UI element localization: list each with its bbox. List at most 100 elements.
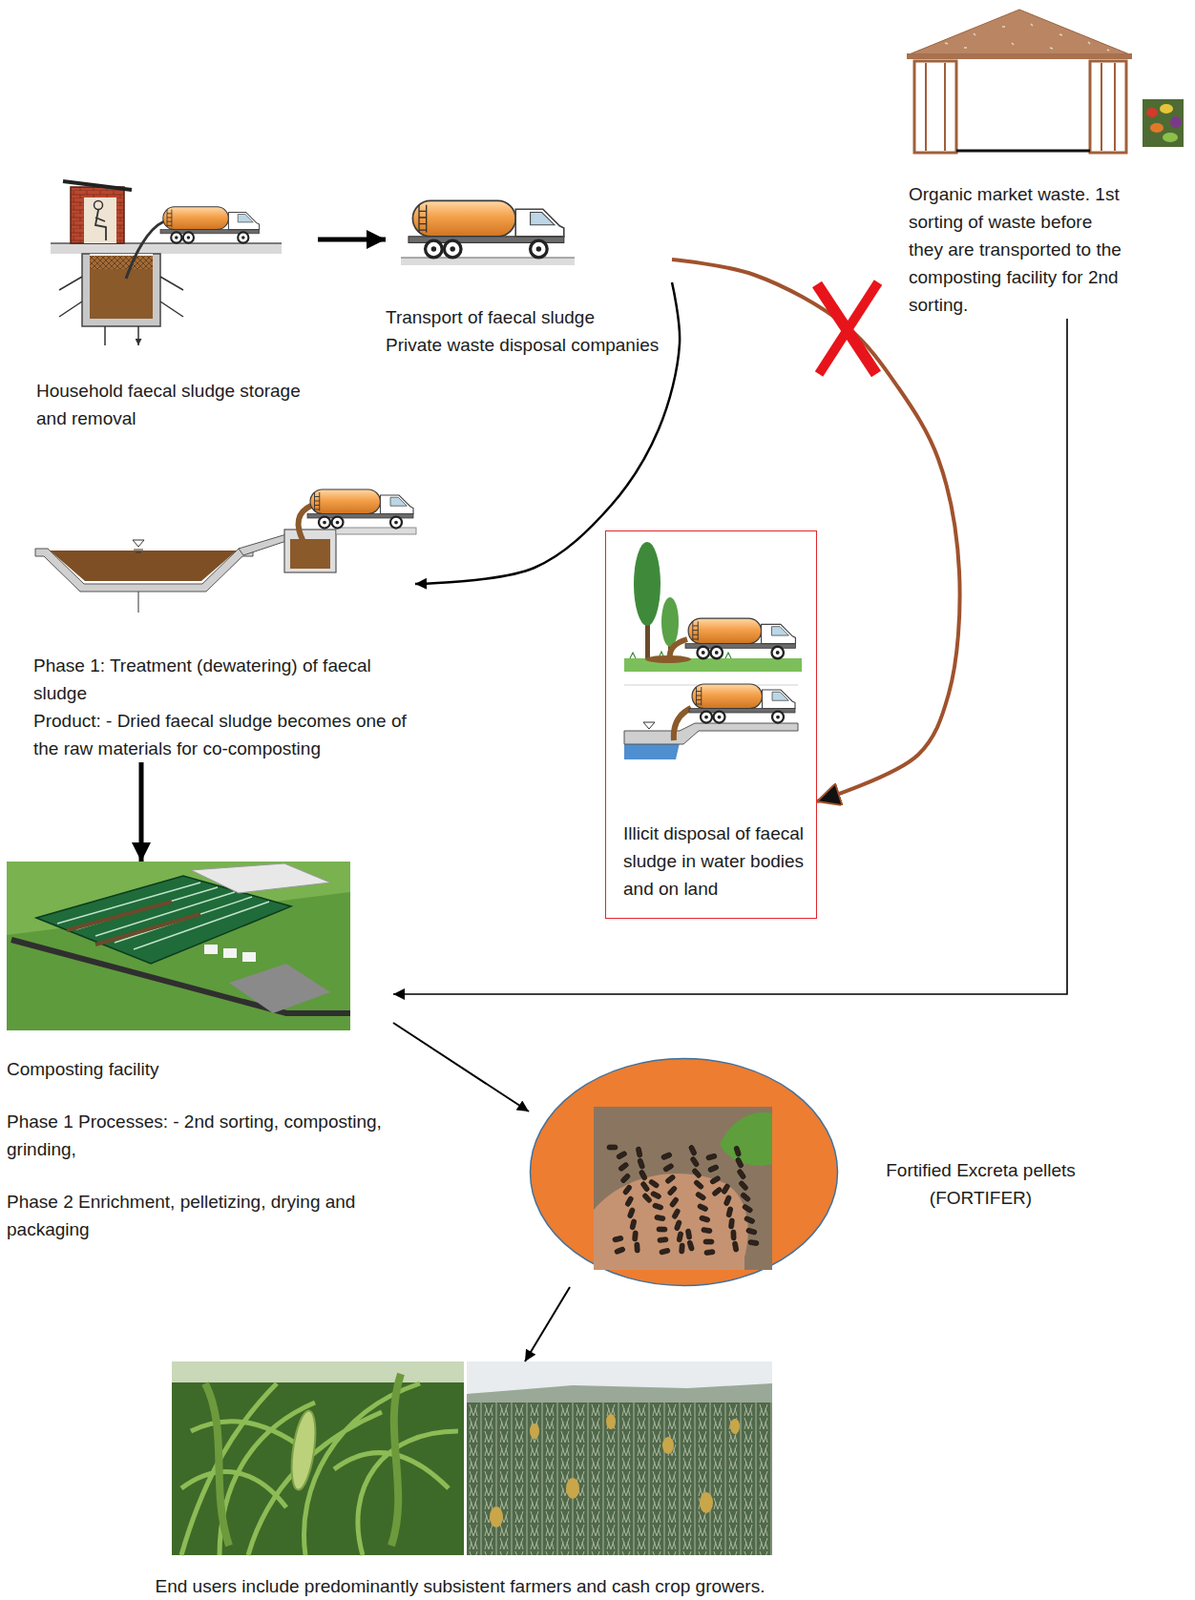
pellet-photo (593, 1174, 749, 1271)
pellet-photo (688, 1145, 697, 1157)
pellet-photo (660, 1152, 672, 1161)
corn-photo (287, 1409, 319, 1492)
pellet-photo (638, 1170, 648, 1182)
corn-photo (205, 1374, 401, 1547)
pellet-photo (664, 1174, 676, 1186)
latrine-illustration (82, 253, 161, 327)
pellet-photo (651, 1203, 664, 1212)
pellet-photo (658, 1248, 671, 1257)
pellet-photo (709, 1175, 721, 1186)
pellet-photo (671, 1208, 682, 1220)
facility-render (66, 901, 201, 945)
water-dumping-illustration (643, 722, 655, 730)
truck-illustration (400, 200, 575, 266)
corn-photo (171, 1362, 464, 1556)
pellet-photo (667, 1185, 678, 1196)
step-label: Private waste disposal companies (385, 331, 672, 359)
latrine-illustration (50, 181, 282, 346)
latrine-illustration (160, 207, 260, 244)
land-dumping-illustration (670, 639, 688, 659)
pineapple-photo (566, 1478, 580, 1500)
land-dumping-illustration (624, 542, 802, 686)
pellet-photo (728, 1218, 734, 1230)
pineapple-photo (489, 1507, 504, 1529)
pellet-photo (707, 1164, 719, 1174)
pellet-photo (656, 1227, 668, 1233)
step-label: End users include predominantly subsiste… (116, 1576, 804, 1598)
latrine-illustration (62, 181, 132, 190)
flow-arrow (524, 1287, 570, 1363)
pineapple-photo (529, 1424, 540, 1440)
pineapple-photo (662, 1437, 674, 1455)
pellet-photo (607, 1145, 618, 1151)
pellet-photo (637, 1158, 646, 1171)
pineapple-photo (466, 1362, 773, 1556)
pellet-photo (613, 1246, 626, 1256)
pellet-photo (701, 1227, 713, 1235)
latrine-illustration (89, 269, 153, 319)
flow-arrow (393, 1023, 529, 1112)
market-building (1142, 99, 1184, 147)
facility-render (242, 952, 256, 963)
treatment-basin (132, 540, 145, 547)
pellet-photo (720, 1183, 731, 1195)
facility-render (229, 964, 331, 1014)
corn-photo (171, 1362, 464, 1384)
water-dumping-illustration (689, 684, 796, 724)
land-dumping-illustration (633, 542, 661, 627)
pellet-photo (748, 1239, 760, 1246)
pellet-photo (705, 1153, 717, 1162)
pellet-photo (732, 1241, 739, 1254)
truck-illustration (408, 200, 565, 257)
pellet-photo (631, 1231, 638, 1242)
composting-facility-step: Composting facilityPhase 1 Processes: - … (6, 861, 394, 1244)
latrine-illustration (83, 197, 117, 244)
pellet-photo (704, 1249, 716, 1256)
treatment-basin (133, 549, 144, 553)
pellet-photo (593, 1107, 773, 1271)
step-label: Composting facility (6, 1055, 394, 1084)
transport-step: Transport of faecal sludgePrivate waste … (385, 195, 672, 359)
latrine-illustration (89, 255, 153, 270)
pellet-photo (726, 1206, 734, 1218)
pellet-photo (649, 1191, 662, 1200)
treatment-basin (307, 489, 414, 529)
latrine-illustration (89, 253, 153, 319)
product-circle: Fortified Excreta pellets (FORTIFER) (528, 1057, 839, 1288)
treatment-basin (284, 529, 336, 573)
market-building (906, 53, 1133, 60)
pellet-photo (673, 1219, 682, 1232)
market-building (925, 62, 945, 151)
pellet-photo (629, 1218, 637, 1231)
truck-illustration (400, 256, 575, 258)
market-building (1090, 61, 1127, 153)
pellet-photo (627, 1207, 636, 1219)
market-building (1101, 62, 1115, 151)
water-dumping-illustration (673, 708, 692, 741)
flow-arrow (393, 318, 1068, 995)
pellet-photo (676, 1231, 684, 1243)
market-building (1159, 104, 1174, 114)
treatment-basin (335, 527, 417, 535)
pellet-photo (624, 1195, 634, 1208)
pellet-photo (734, 1157, 744, 1170)
facility-render (223, 948, 237, 959)
pellet-photo (687, 1240, 695, 1253)
pellet-photo (685, 1229, 692, 1241)
step-label: Phase 1: Treatment (dewatering) of faeca… (33, 651, 416, 708)
pellet-photo (611, 1236, 624, 1243)
pellet-photo (662, 1163, 674, 1174)
market-building (1146, 107, 1158, 118)
pellet-photo (698, 1215, 711, 1224)
step-label: Product: - Dried faecal sludge becomes o… (33, 707, 416, 763)
treatment-basin (137, 591, 139, 613)
market-building (906, 9, 1184, 153)
latrine-illustration (94, 201, 104, 210)
pineapple-photo (730, 1419, 740, 1435)
treatment-basin (35, 489, 417, 613)
market-building (956, 149, 1091, 153)
land-dumping-illustration (661, 597, 679, 648)
pellet-photo (634, 1242, 641, 1254)
pellet-photo (739, 1192, 752, 1203)
